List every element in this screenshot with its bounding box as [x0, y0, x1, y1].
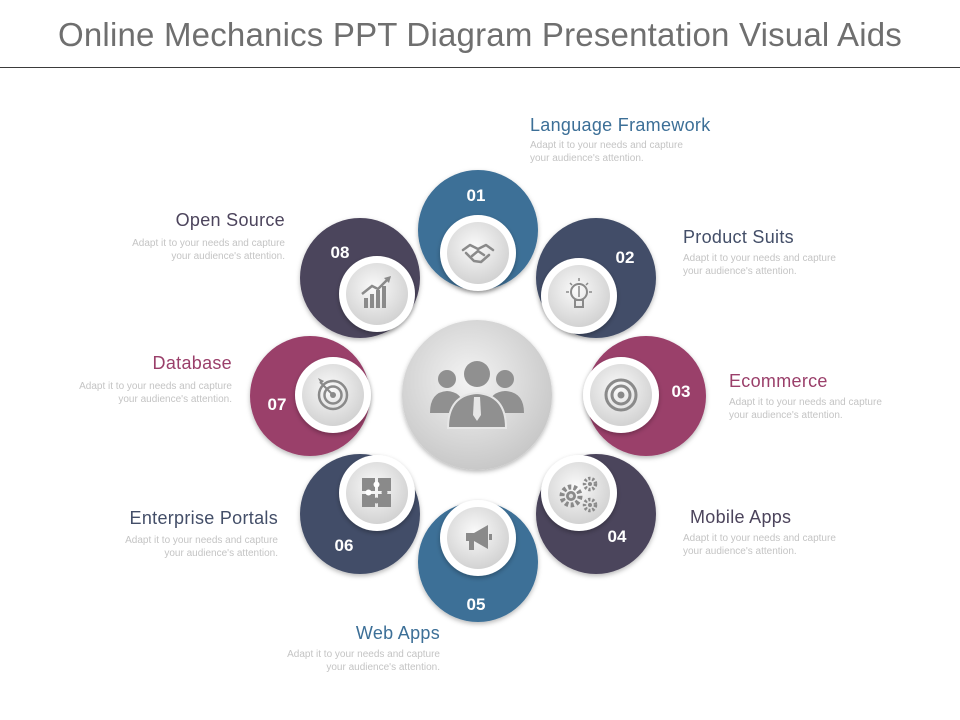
step-01-description: Adapt it to your needs and capture your …	[530, 139, 730, 165]
handshake-icon	[461, 243, 495, 264]
step-07-number: 07	[268, 395, 287, 414]
step-06-desc-line2: your audience's attention.	[164, 548, 278, 559]
step-01: 01	[418, 170, 538, 291]
step-03-desc-line2: your audience's attention.	[729, 410, 843, 421]
step-04-label: Mobile Apps	[690, 507, 792, 527]
step-02-label: Product Suits	[683, 227, 794, 247]
page-title: Online Mechanics PPT Diagram Presentatio…	[58, 16, 902, 53]
step-04-desc-line1: Adapt it to your needs and capture	[683, 533, 836, 544]
step-02-desc-line2: your audience's attention.	[683, 266, 797, 277]
step-05-number: 05	[467, 595, 486, 614]
center-hub	[402, 320, 552, 470]
lightbulb-icon	[566, 278, 592, 308]
dartboard-icon	[317, 378, 349, 411]
step-03-label: Ecommerce	[729, 371, 828, 391]
puzzle-icon	[362, 478, 391, 507]
step-05-desc-line2: your audience's attention.	[326, 662, 440, 673]
step-08-desc-line2: your audience's attention.	[171, 251, 285, 262]
step-03: 03	[583, 336, 706, 456]
step-03-description: Adapt it to your needs and capture your …	[729, 396, 929, 422]
step-02: 02	[536, 218, 656, 338]
step-04-description: Adapt it to your needs and capture your …	[683, 532, 883, 558]
step-01-desc-line1: Adapt it to your needs and capture	[530, 140, 683, 151]
step-02-desc-line1: Adapt it to your needs and capture	[683, 253, 836, 264]
step-07-description: Adapt it to your needs and capture your …	[32, 380, 232, 406]
step-01-icon-circle	[447, 222, 509, 284]
step-08-description: Adapt it to your needs and capture your …	[85, 237, 285, 263]
team-icon	[430, 361, 524, 429]
title-divider	[0, 67, 960, 68]
megaphone-icon	[466, 525, 492, 550]
step-05-desc-line1: Adapt it to your needs and capture	[287, 649, 440, 660]
step-07-desc-line2: your audience's attention.	[118, 394, 232, 405]
step-04-number: 04	[608, 527, 627, 546]
step-06-desc-line1: Adapt it to your needs and capture	[125, 535, 278, 546]
step-08-number: 08	[331, 243, 350, 262]
step-05-description: Adapt it to your needs and capture your …	[240, 648, 440, 674]
step-07-label: Database	[152, 353, 232, 373]
step-06: 06	[300, 454, 420, 574]
step-06-icon-circle	[346, 462, 408, 524]
step-03-desc-line1: Adapt it to your needs and capture	[729, 397, 882, 408]
step-04: 04	[536, 454, 656, 574]
step-06-label: Enterprise Portals	[129, 508, 278, 528]
step-01-desc-line2: your audience's attention.	[530, 153, 644, 164]
step-01-label: Language Framework	[530, 115, 711, 135]
step-01-number: 01	[467, 186, 486, 205]
step-04-desc-line2: your audience's attention.	[683, 546, 797, 557]
step-02-number: 02	[616, 248, 635, 267]
growth-chart-icon	[361, 276, 391, 308]
gears-icon	[559, 476, 598, 513]
step-03-number: 03	[672, 382, 691, 401]
step-06-description: Adapt it to your needs and capture your …	[78, 534, 278, 560]
step-06-number: 06	[335, 536, 354, 555]
step-05: 05	[418, 500, 538, 622]
step-07: 07	[250, 336, 371, 456]
step-02-description: Adapt it to your needs and capture your …	[683, 252, 883, 278]
step-05-label: Web Apps	[355, 623, 440, 643]
step-08-label: Open Source	[175, 210, 285, 230]
target-icon	[604, 378, 638, 412]
step-08: 08	[300, 218, 420, 338]
step-08-desc-line1: Adapt it to your needs and capture	[132, 238, 285, 249]
step-07-desc-line1: Adapt it to your needs and capture	[79, 381, 232, 392]
